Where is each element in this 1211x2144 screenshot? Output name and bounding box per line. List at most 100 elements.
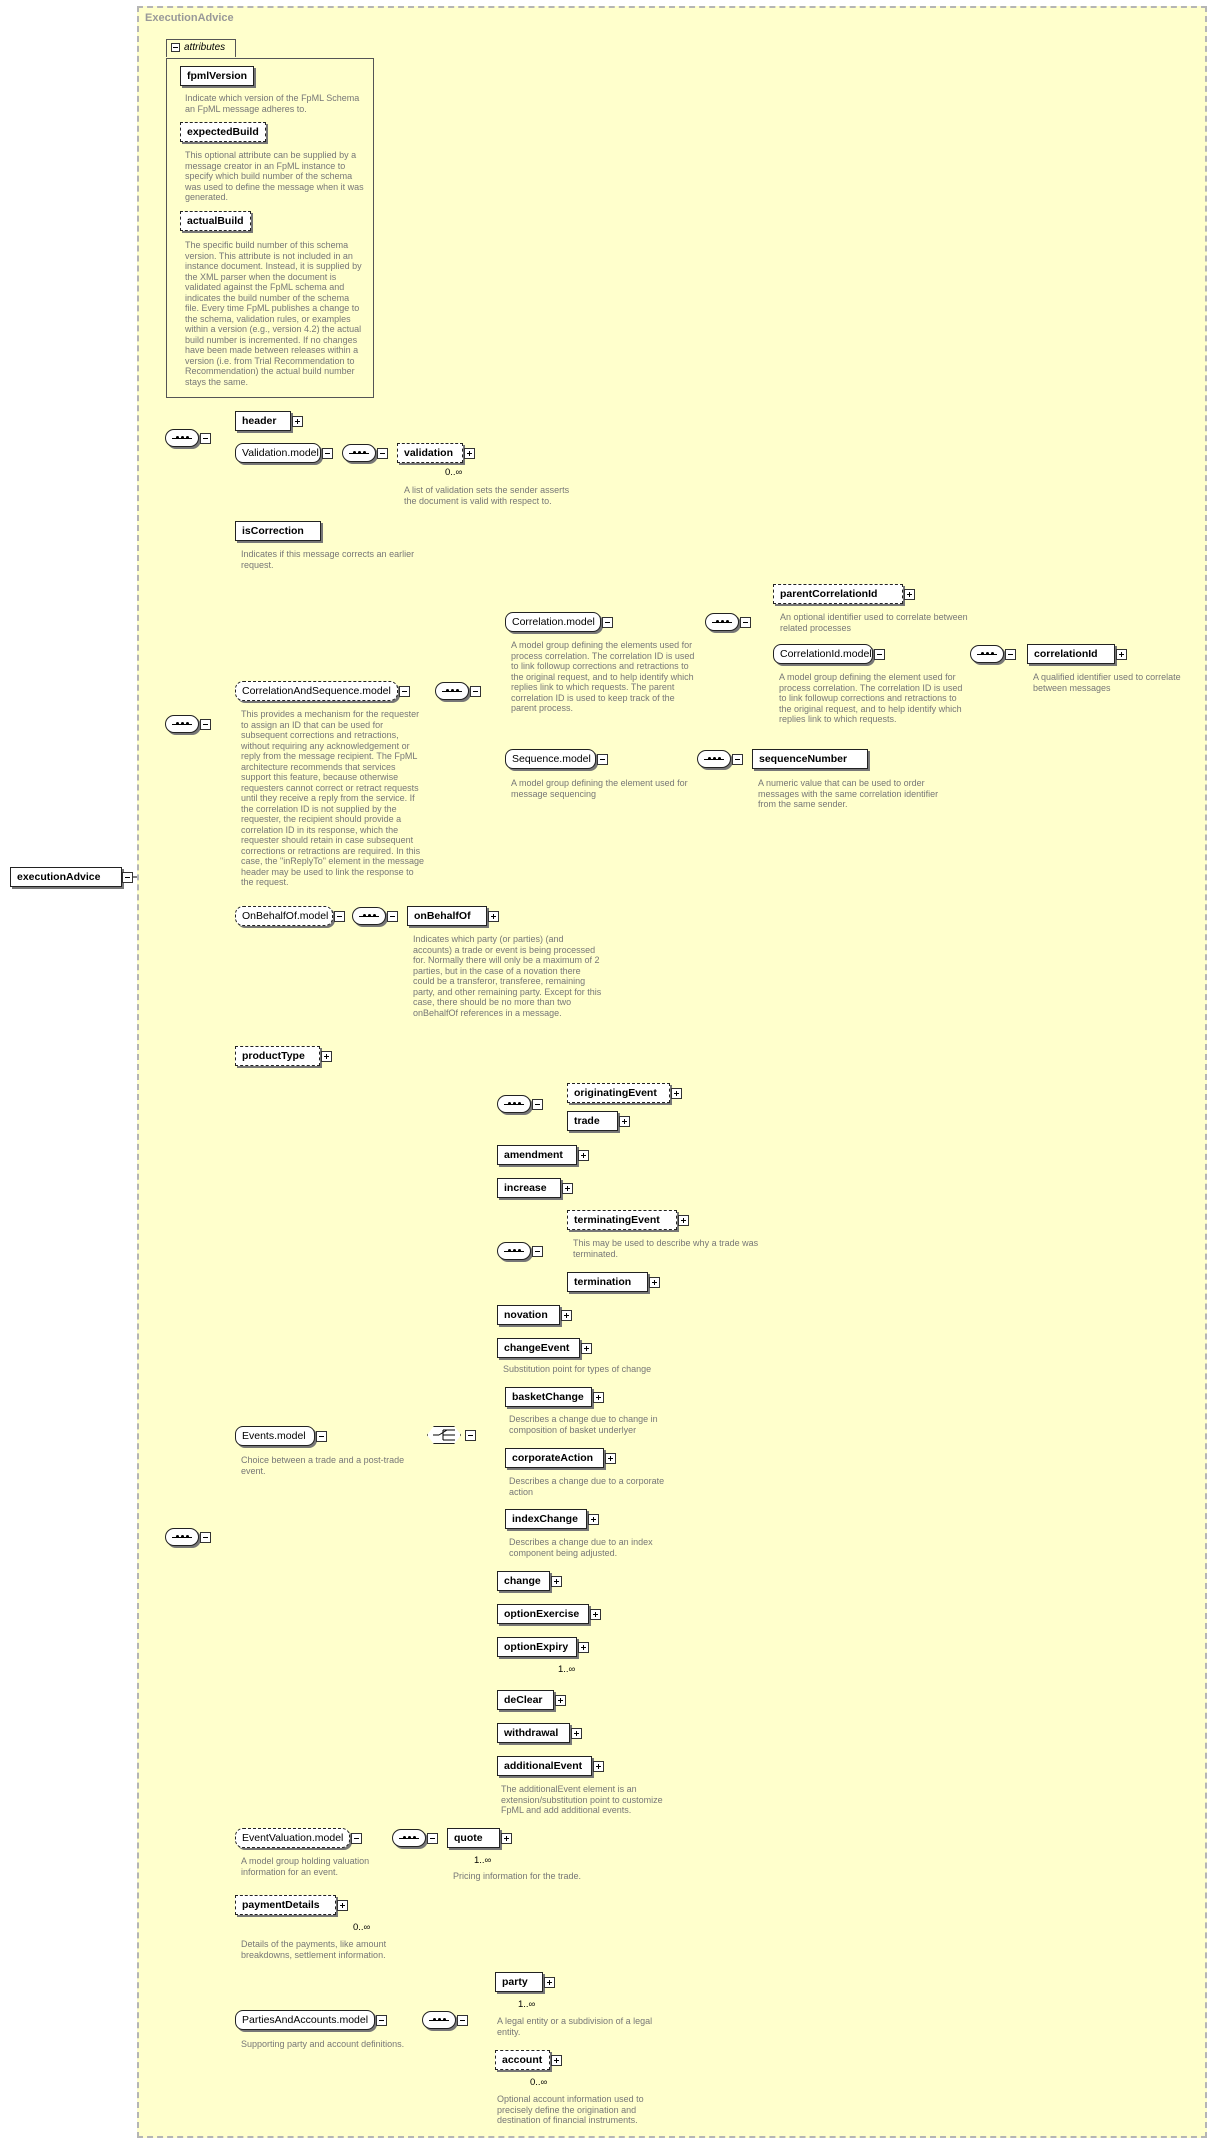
expand-icon[interactable] — [551, 1576, 562, 1587]
group-correlation-model[interactable]: Correlation.model — [505, 612, 613, 632]
element-onbehalfof[interactable]: onBehalfOf — [407, 906, 499, 926]
expand-icon[interactable] — [544, 1977, 555, 1988]
expand-icon[interactable] — [464, 448, 475, 459]
element-producttype[interactable]: productType — [235, 1046, 332, 1066]
expand-icon[interactable] — [605, 1453, 616, 1464]
element-account[interactable]: account — [495, 2050, 562, 2070]
expand-icon[interactable] — [1116, 649, 1127, 660]
expand-icon[interactable] — [555, 1695, 566, 1706]
expand-icon[interactable] — [649, 1277, 660, 1288]
collapse-icon[interactable] — [1005, 649, 1016, 660]
collapse-icon[interactable] — [457, 2015, 468, 2026]
expand-icon[interactable] — [562, 1183, 573, 1194]
collapse-icon[interactable] — [200, 433, 211, 444]
group-onbehalfof-model[interactable]: OnBehalfOf.model — [235, 906, 345, 926]
element-correlationid[interactable]: correlationId — [1027, 644, 1127, 664]
expand-icon[interactable] — [292, 416, 303, 427]
collapse-icon[interactable] — [399, 686, 410, 697]
element-parentcorrelationid[interactable]: parentCorrelationId — [773, 584, 915, 604]
element-originatingevent[interactable]: originatingEvent — [567, 1083, 682, 1103]
expand-icon[interactable] — [671, 1088, 682, 1099]
expand-icon[interactable] — [678, 1215, 689, 1226]
expand-icon[interactable] — [619, 1116, 630, 1127]
group-validation-model[interactable]: Validation.model — [235, 443, 333, 463]
collapse-icon[interactable] — [351, 1833, 362, 1844]
collapse-icon[interactable] — [316, 1431, 327, 1442]
element-corporateaction[interactable]: corporateAction — [505, 1448, 616, 1468]
attributes-tab[interactable]: attributes — [166, 39, 236, 57]
element-change[interactable]: change — [497, 1571, 562, 1591]
element-changeevent[interactable]: changeEvent — [497, 1338, 592, 1358]
sequence-compositor[interactable] — [970, 645, 1016, 663]
expand-icon[interactable] — [904, 589, 915, 600]
sequence-compositor[interactable] — [342, 444, 388, 462]
element-optionexpiry[interactable]: optionExpiry — [497, 1637, 589, 1657]
collapse-icon[interactable] — [602, 617, 613, 628]
collapse-icon[interactable] — [122, 872, 133, 883]
collapse-icon[interactable] — [334, 911, 345, 922]
element-indexchange[interactable]: indexChange — [505, 1509, 599, 1529]
element-optionexercise[interactable]: optionExercise — [497, 1604, 601, 1624]
collapse-icon[interactable] — [387, 911, 398, 922]
element-iscorrection[interactable]: isCorrection — [235, 521, 321, 541]
element-increase[interactable]: increase — [497, 1178, 573, 1198]
group-correlationid-model[interactable]: CorrelationId.model — [773, 644, 885, 664]
root-element-executionadvice[interactable]: executionAdvice — [10, 867, 133, 887]
collapse-icon[interactable] — [465, 1430, 476, 1441]
sequence-compositor[interactable] — [165, 429, 211, 447]
expand-icon[interactable] — [488, 911, 499, 922]
collapse-icon[interactable] — [874, 649, 885, 660]
collapse-icon[interactable] — [470, 686, 481, 697]
collapse-icon[interactable] — [532, 1099, 543, 1110]
group-partiesandaccounts-model[interactable]: PartiesAndAccounts.model — [235, 2010, 387, 2030]
expand-icon[interactable] — [581, 1343, 592, 1354]
element-novation[interactable]: novation — [497, 1305, 572, 1325]
attr-actualbuild[interactable]: actualBuild — [180, 211, 251, 231]
element-validation[interactable]: validation — [397, 443, 475, 463]
collapse-icon[interactable] — [200, 719, 211, 730]
attr-fpmlversion[interactable]: fpmlVersion — [180, 66, 255, 86]
collapse-icon[interactable] — [740, 617, 751, 628]
group-correlationandsequence-model[interactable]: CorrelationAndSequence.model — [235, 681, 410, 701]
element-termination[interactable]: termination — [567, 1272, 660, 1292]
collapse-icon[interactable] — [200, 1532, 211, 1543]
collapse-icon[interactable] — [732, 754, 743, 765]
element-party[interactable]: party — [495, 1972, 555, 1992]
collapse-icon[interactable] — [376, 2015, 387, 2026]
collapse-icon[interactable] — [597, 754, 608, 765]
element-paymentdetails[interactable]: paymentDetails — [235, 1895, 348, 1915]
expand-icon[interactable] — [561, 1310, 572, 1321]
sequence-compositor[interactable] — [352, 907, 398, 925]
sequence-compositor[interactable] — [392, 1829, 438, 1847]
collapse-icon[interactable] — [377, 448, 388, 459]
sequence-compositor[interactable] — [705, 613, 751, 631]
expand-icon[interactable] — [551, 2055, 562, 2066]
group-sequence-model[interactable]: Sequence.model — [505, 749, 608, 769]
sequence-compositor[interactable] — [497, 1242, 543, 1260]
collapse-icon[interactable] — [427, 1833, 438, 1844]
choice-compositor[interactable] — [427, 1426, 476, 1446]
expand-icon[interactable] — [578, 1642, 589, 1653]
sequence-compositor[interactable] — [422, 2011, 468, 2029]
attr-expectedbuild[interactable]: expectedBuild — [180, 122, 266, 142]
sequence-compositor[interactable] — [165, 1528, 211, 1546]
expand-icon[interactable] — [588, 1514, 599, 1525]
expand-icon[interactable] — [337, 1900, 348, 1911]
element-declear[interactable]: deClear — [497, 1690, 566, 1710]
element-terminatingevent[interactable]: terminatingEvent — [567, 1210, 689, 1230]
expand-icon[interactable] — [593, 1761, 604, 1772]
sequence-compositor[interactable] — [165, 715, 211, 733]
expand-icon[interactable] — [501, 1833, 512, 1844]
expand-icon[interactable] — [593, 1392, 604, 1403]
collapse-icon[interactable] — [171, 43, 180, 52]
expand-icon[interactable] — [590, 1609, 601, 1620]
element-sequencenumber[interactable]: sequenceNumber — [752, 749, 868, 769]
group-eventvaluation-model[interactable]: EventValuation.model — [235, 1828, 362, 1848]
collapse-icon[interactable] — [532, 1246, 543, 1257]
element-basketchange[interactable]: basketChange — [505, 1387, 604, 1407]
expand-icon[interactable] — [578, 1150, 589, 1161]
expand-icon[interactable] — [321, 1051, 332, 1062]
element-withdrawal[interactable]: withdrawal — [497, 1723, 582, 1743]
element-amendment[interactable]: amendment — [497, 1145, 589, 1165]
element-quote[interactable]: quote — [447, 1828, 512, 1848]
